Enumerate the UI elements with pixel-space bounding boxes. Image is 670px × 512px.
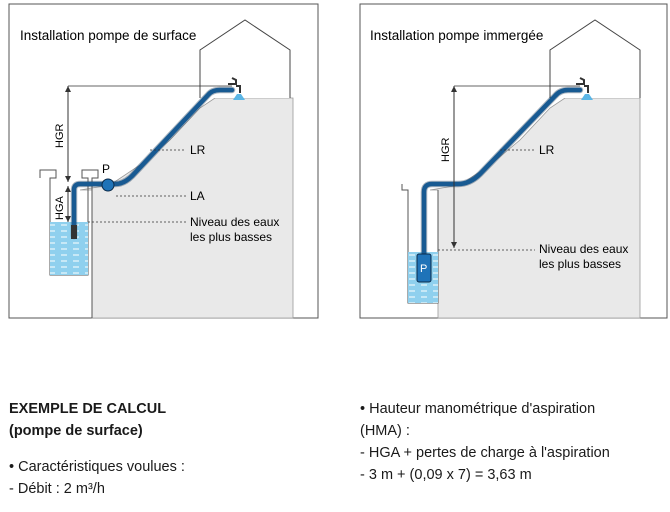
hma-line-2: (HMA) : <box>360 423 410 439</box>
submersible-pump-diagram: P HGR LR Niveau des eaux les plus basses… <box>359 3 668 319</box>
hma-line-1: • Hauteur manométrique d'aspiration <box>360 401 596 417</box>
hgr-label: HGR <box>54 124 66 149</box>
example-item-2: - Débit : 2 m³/h <box>9 481 105 497</box>
calc-example: EXEMPLE DE CALCUL (pompe de surface) • C… <box>9 398 185 500</box>
water <box>50 222 88 275</box>
water-level-label-2: les plus basses <box>190 230 272 244</box>
example-heading-1: EXEMPLE DE CALCUL <box>9 401 167 417</box>
foot-valve <box>71 225 77 239</box>
example-item-1: • Caractéristiques voulues : <box>9 459 185 475</box>
la-label: LA <box>190 189 205 203</box>
panel-title-surface: Installation pompe de surface <box>20 28 196 43</box>
tap-icon <box>576 77 589 93</box>
pump-label: P <box>420 263 427 275</box>
water-level-label-1: Niveau des eaux <box>539 242 628 256</box>
water-level-label-1: Niveau des eaux <box>190 215 279 229</box>
pump-icon <box>101 178 115 192</box>
water-level-label-2: les plus basses <box>539 257 621 271</box>
house-icon <box>549 19 641 98</box>
pump-icon <box>416 253 432 283</box>
hma-line-4: - 3 m + (0,09 x 7) = 3,63 m <box>360 467 532 483</box>
example-heading-2: (pompe de surface) <box>9 423 143 439</box>
hga-label: HGA <box>54 196 66 221</box>
pipe <box>421 87 583 258</box>
house-icon <box>199 19 291 98</box>
hma-calc: • Hauteur manométrique d'aspiration (HMA… <box>360 398 610 486</box>
lr-label: LR <box>539 143 555 157</box>
pipe <box>71 87 235 239</box>
panel-title-submersible: Installation pompe immergée <box>370 28 543 43</box>
pump-label: P <box>102 162 110 176</box>
tap-icon <box>228 77 241 93</box>
hma-line-3: - HGA + pertes de charge à l'aspiration <box>360 445 610 461</box>
hgr-label: HGR <box>440 138 452 163</box>
lr-label: LR <box>190 143 206 157</box>
water-spout <box>233 94 245 100</box>
water-spout <box>581 94 593 100</box>
surface-pump-diagram: P HGR HGA LR LA Niveau des eaux les plus… <box>8 3 319 319</box>
